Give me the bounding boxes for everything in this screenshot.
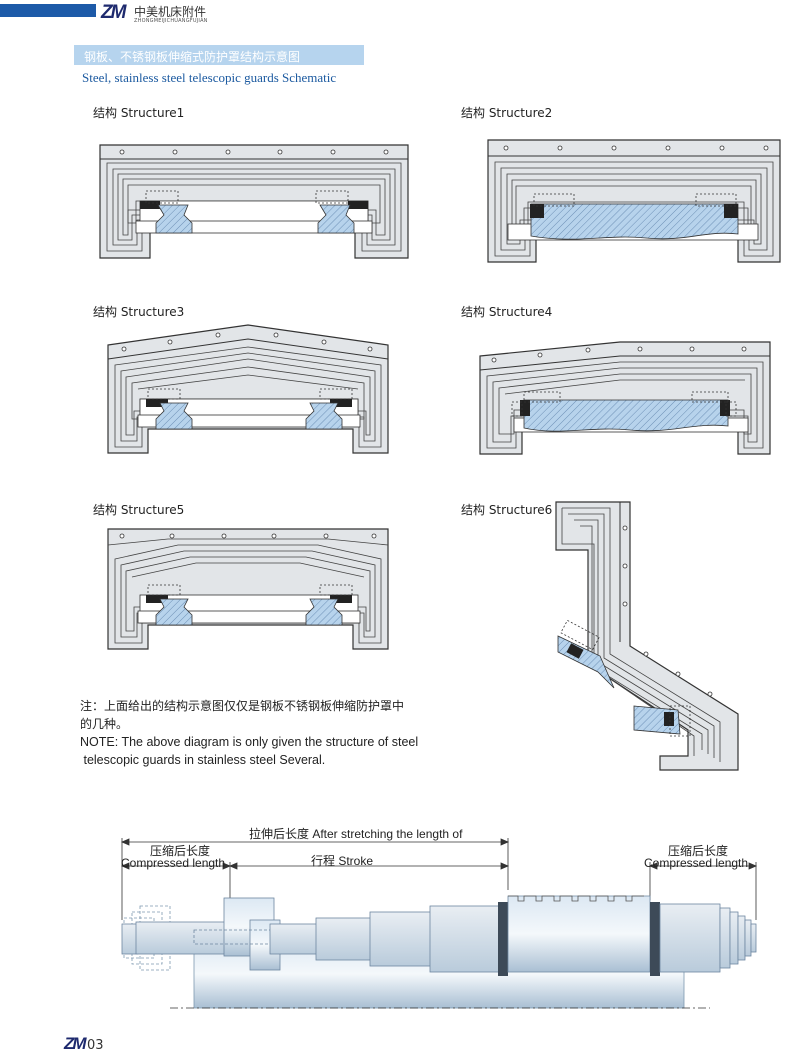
note-cn-line2: 的几种。 xyxy=(80,717,129,731)
structure2-diagram xyxy=(487,139,781,263)
structure3-diagram xyxy=(107,324,389,454)
dim-total-length: 拉伸后长度 After stretching the length of xyxy=(249,827,463,841)
dim-compressed-right-cn: 压缩后长度 xyxy=(668,844,729,858)
dim-stroke: 行程 Stroke xyxy=(311,854,374,868)
title-banner xyxy=(74,45,364,65)
structure3-label: 结构 Structure3 xyxy=(93,305,185,319)
structure5-label: 结构 Structure5 xyxy=(93,503,185,517)
structure1-diagram xyxy=(99,144,409,259)
company-name-cn: 中美机床附件 xyxy=(134,5,207,19)
company-name-en: ZHONGMEIJICHUANGFUJIAN xyxy=(134,18,208,24)
note-block: 注：上面给出的结构示意图仅仅是钢板不锈钢板伸缩防护罩中 的几种。 NOTE: T… xyxy=(80,697,440,769)
structure4-label: 结构 Structure4 xyxy=(461,305,553,319)
note-en-line2: telescopic guards in stainless steel Sev… xyxy=(80,753,326,767)
header-bar xyxy=(0,4,96,17)
structure1-label: 结构 Structure1 xyxy=(93,106,185,120)
footer-logo: ZM xyxy=(64,1034,87,1053)
note-en-line1: NOTE: The above diagram is only given th… xyxy=(80,735,419,749)
page-title-cn: 钢板、不锈钢板伸缩式防护罩结构示意图 xyxy=(84,50,301,64)
dim-compressed-right-en: Compressed length xyxy=(644,856,749,870)
page-title-en: Steel, stainless steel telescopic guards… xyxy=(82,70,337,85)
structure2-label: 结构 Structure2 xyxy=(461,106,553,120)
dim-compressed-left-cn: 压缩后长度 xyxy=(150,844,211,858)
stroke-dimension-diagram xyxy=(120,838,758,1009)
structure6-diagram xyxy=(555,501,739,771)
structure4-diagram xyxy=(479,341,771,455)
page-number: 03 xyxy=(87,1038,104,1053)
structure6-label: 结构 Structure6 xyxy=(461,503,553,517)
company-logo: ZM xyxy=(101,2,126,23)
dim-compressed-left-en: Compressed length xyxy=(121,856,226,870)
structure5-diagram xyxy=(107,528,389,650)
note-cn-line1: 注：上面给出的结构示意图仅仅是钢板不锈钢板伸缩防护罩中 xyxy=(80,699,405,713)
